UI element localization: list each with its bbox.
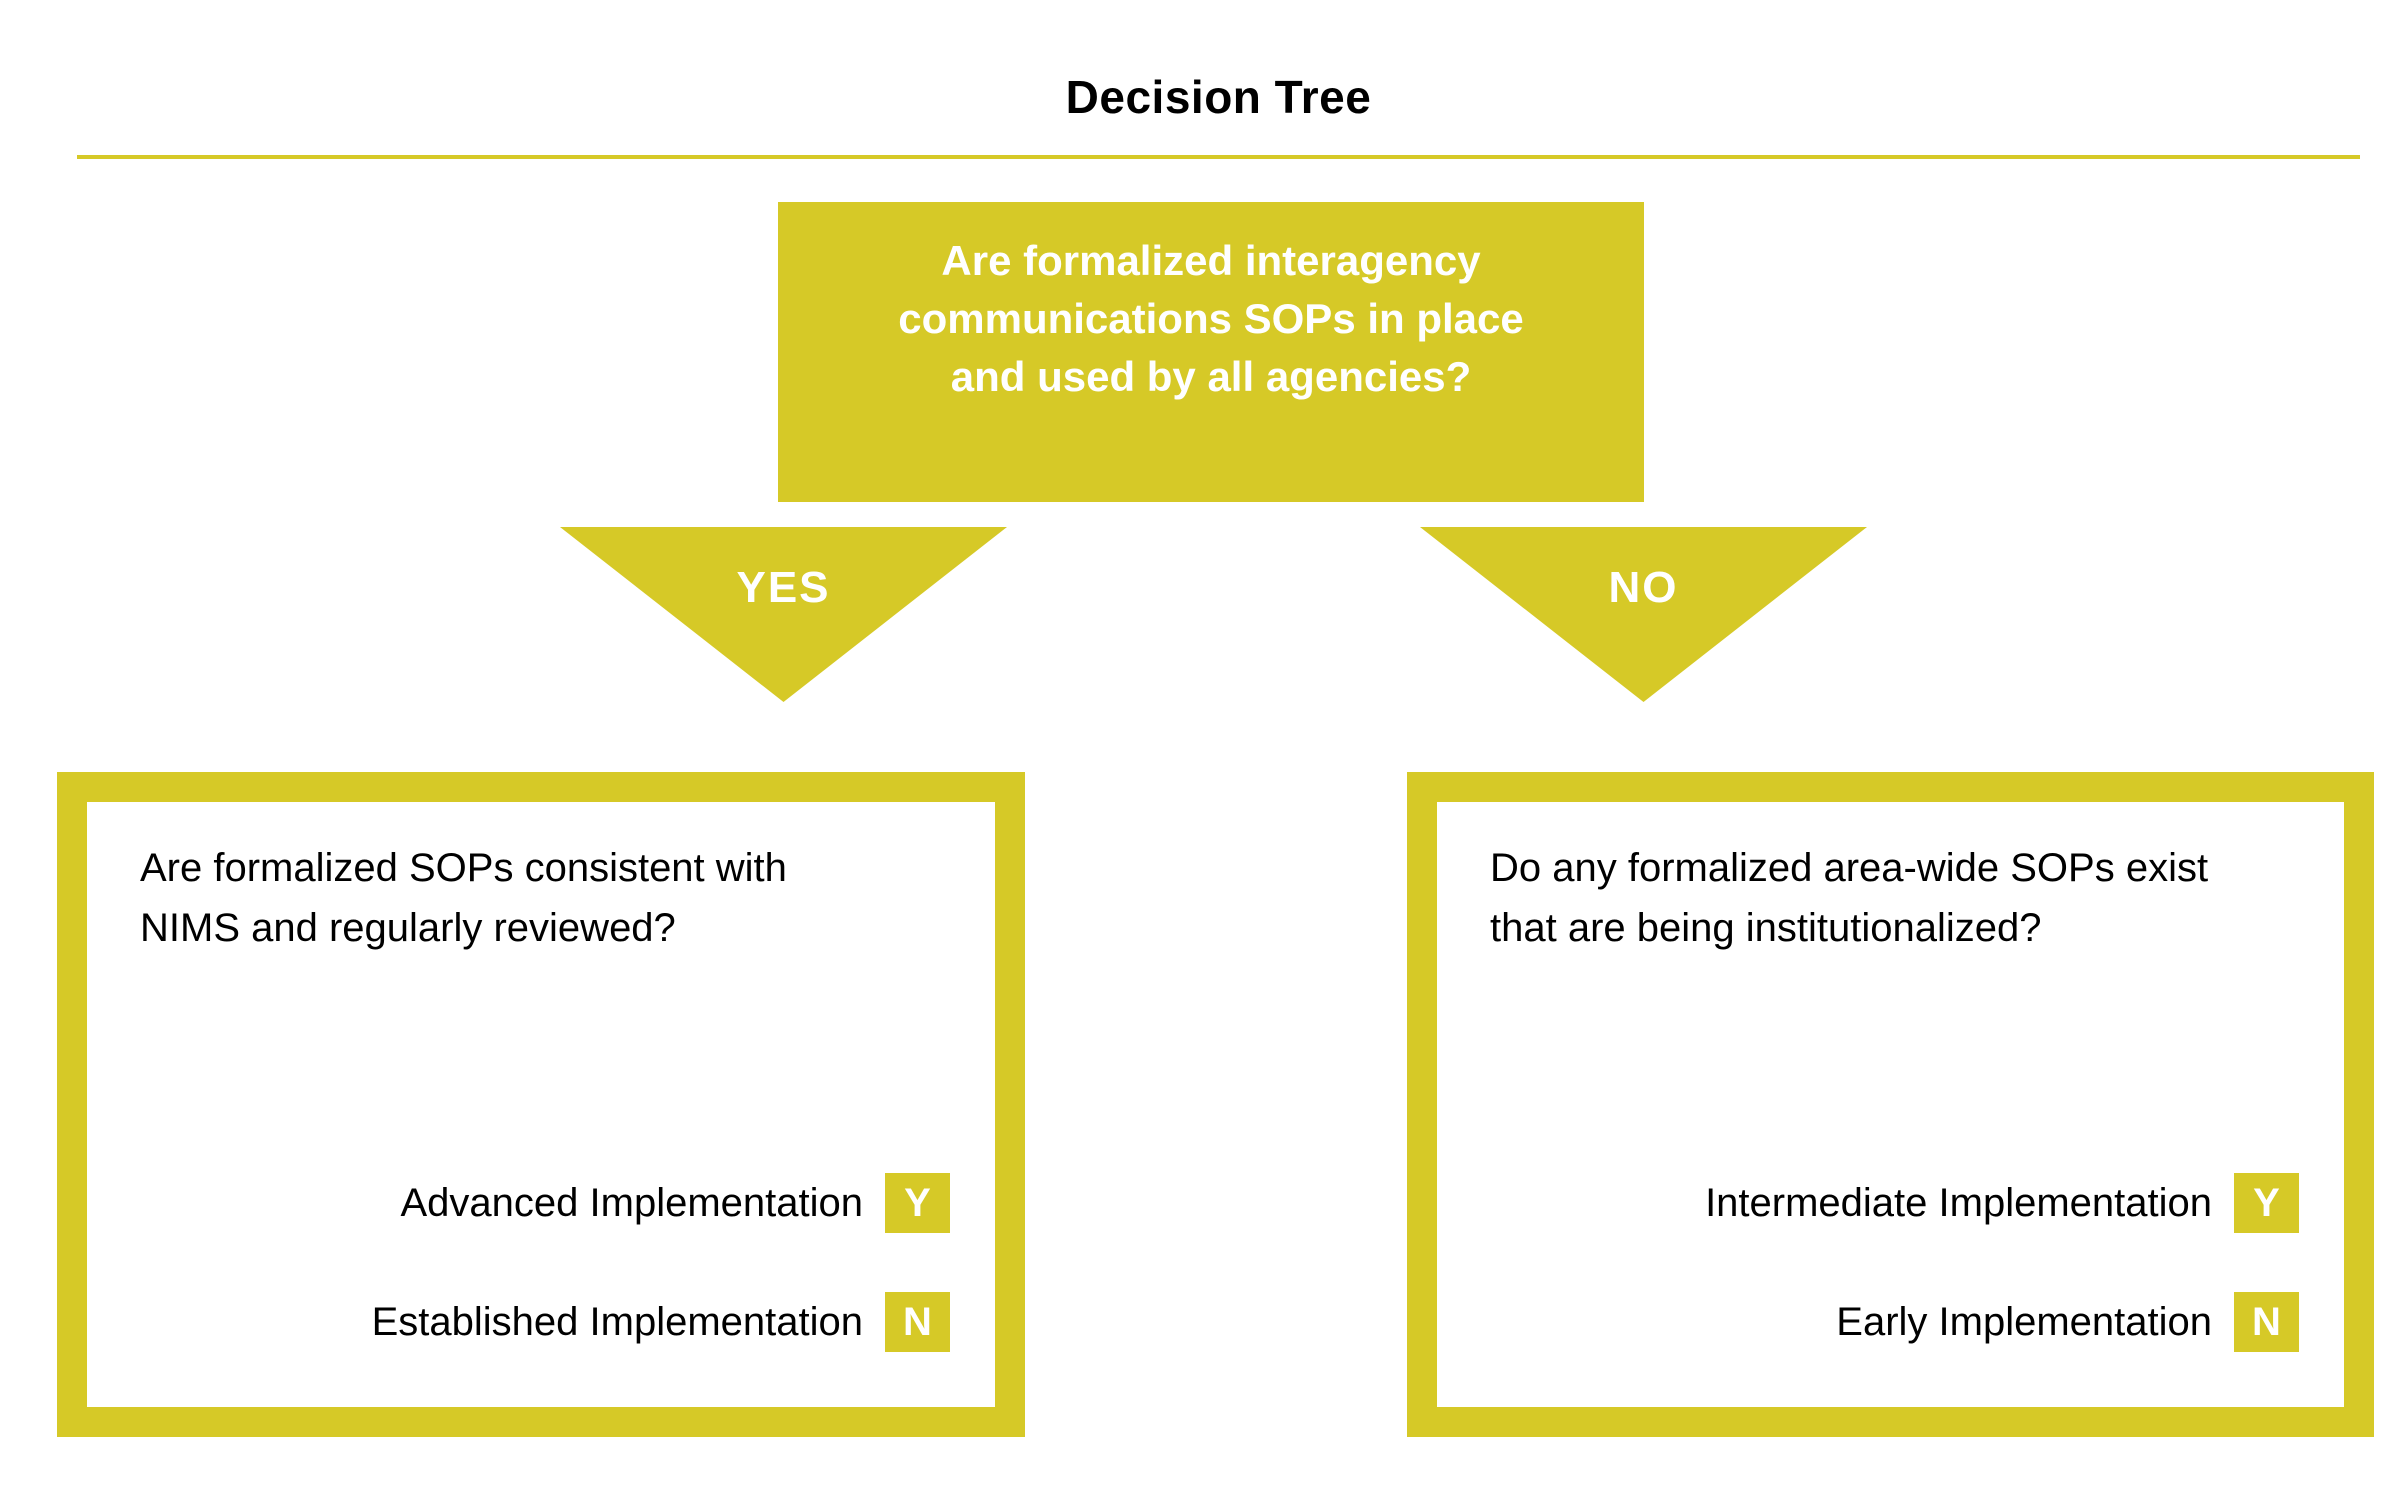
yes-branch-label: YES bbox=[736, 563, 831, 612]
outcome-badge-n: N bbox=[885, 1292, 950, 1352]
no-branch-question: Do any formalized area-wide SOPs exist t… bbox=[1490, 846, 2209, 950]
root-question-box: Are formalized interagency communication… bbox=[778, 202, 1644, 502]
outcome-label-early-implementation: Early Implementation bbox=[1836, 1299, 2212, 1344]
outcome-badge-n: N bbox=[2234, 1292, 2299, 1352]
no-branch-arrow: NO bbox=[1420, 527, 1867, 702]
outcome-row: Early Implementation N bbox=[1836, 1290, 2299, 1354]
page-title: Decision Tree bbox=[1065, 71, 1372, 123]
outcome-label-advanced-implementation: Advanced Implementation bbox=[400, 1180, 864, 1225]
no-branch-label: NO bbox=[1608, 563, 1679, 612]
title-divider-rule bbox=[77, 155, 2360, 159]
yes-branch-question: Are formalized SOPs consistent with NIMS… bbox=[140, 846, 787, 950]
yes-branch-arrow: YES bbox=[560, 527, 1007, 702]
yes-branch-box: Are formalized SOPs consistent with NIMS… bbox=[57, 772, 1025, 1437]
outcome-row: Intermediate Implementation Y bbox=[1705, 1171, 2299, 1235]
outcome-label-established-implementation: Established Implementation bbox=[371, 1299, 863, 1344]
no-branch-box: Do any formalized area-wide SOPs exist t… bbox=[1407, 772, 2374, 1437]
outcome-badge-y: Y bbox=[885, 1173, 950, 1233]
outcome-badge-y: Y bbox=[2234, 1173, 2299, 1233]
root-question-text: Are formalized interagency communication… bbox=[898, 237, 1524, 400]
outcome-label-intermediate-implementation: Intermediate Implementation bbox=[1705, 1180, 2212, 1225]
outcome-row: Established Implementation N bbox=[372, 1290, 950, 1354]
outcome-row: Advanced Implementation Y bbox=[400, 1171, 950, 1235]
